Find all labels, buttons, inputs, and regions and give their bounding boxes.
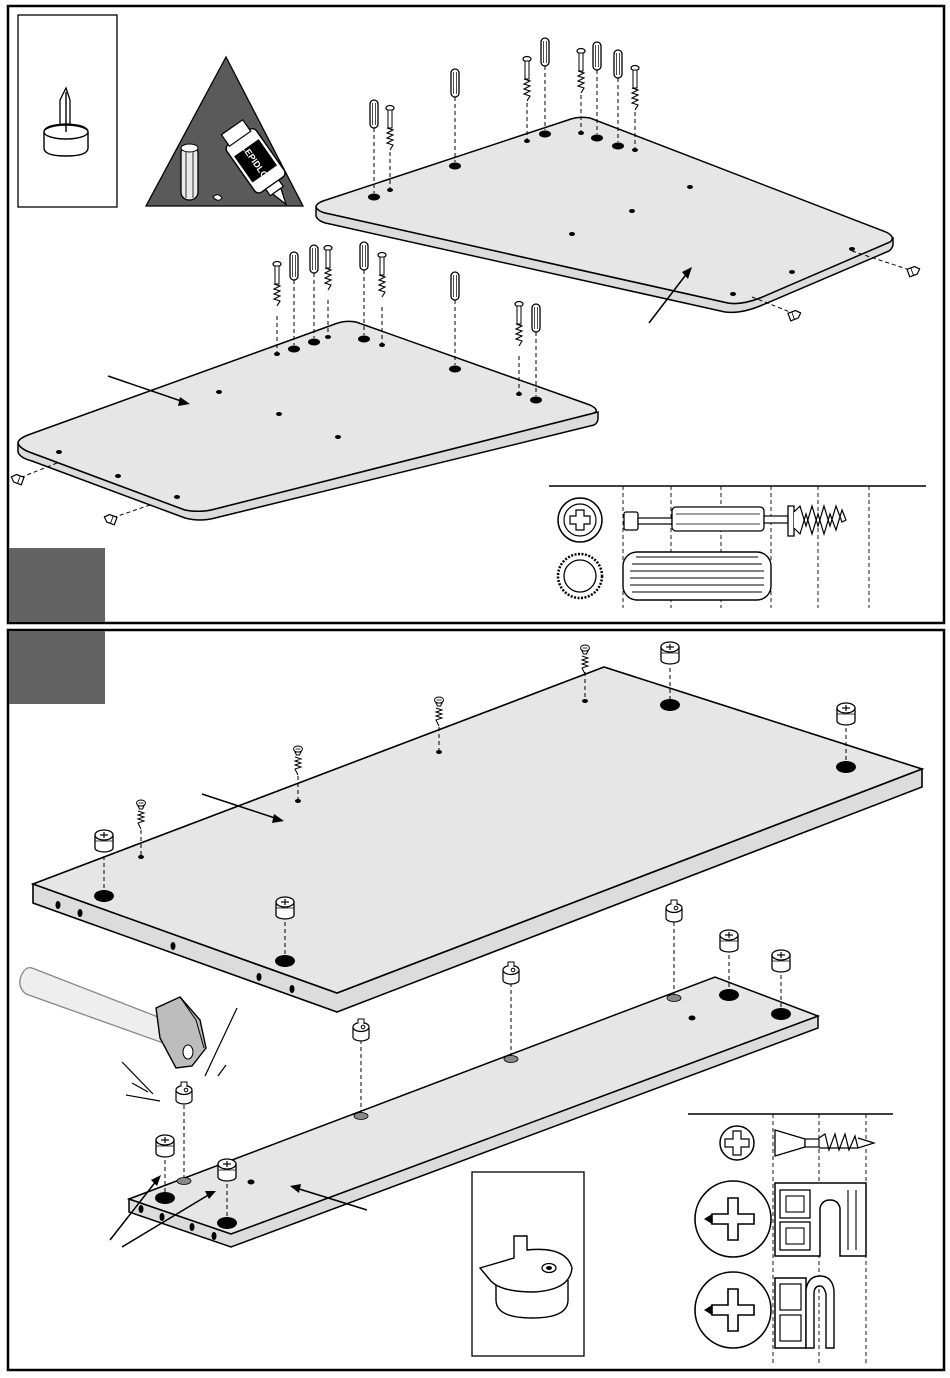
cam-lock-icon <box>472 1172 584 1356</box>
step-1-frame <box>8 6 944 623</box>
felt-pad-nail-icon <box>18 15 117 207</box>
cam-lock-top-icon <box>695 1181 866 1257</box>
step-1-badge <box>9 548 105 622</box>
step-2-badge <box>9 631 105 704</box>
wood-dowel-icon <box>558 552 771 600</box>
